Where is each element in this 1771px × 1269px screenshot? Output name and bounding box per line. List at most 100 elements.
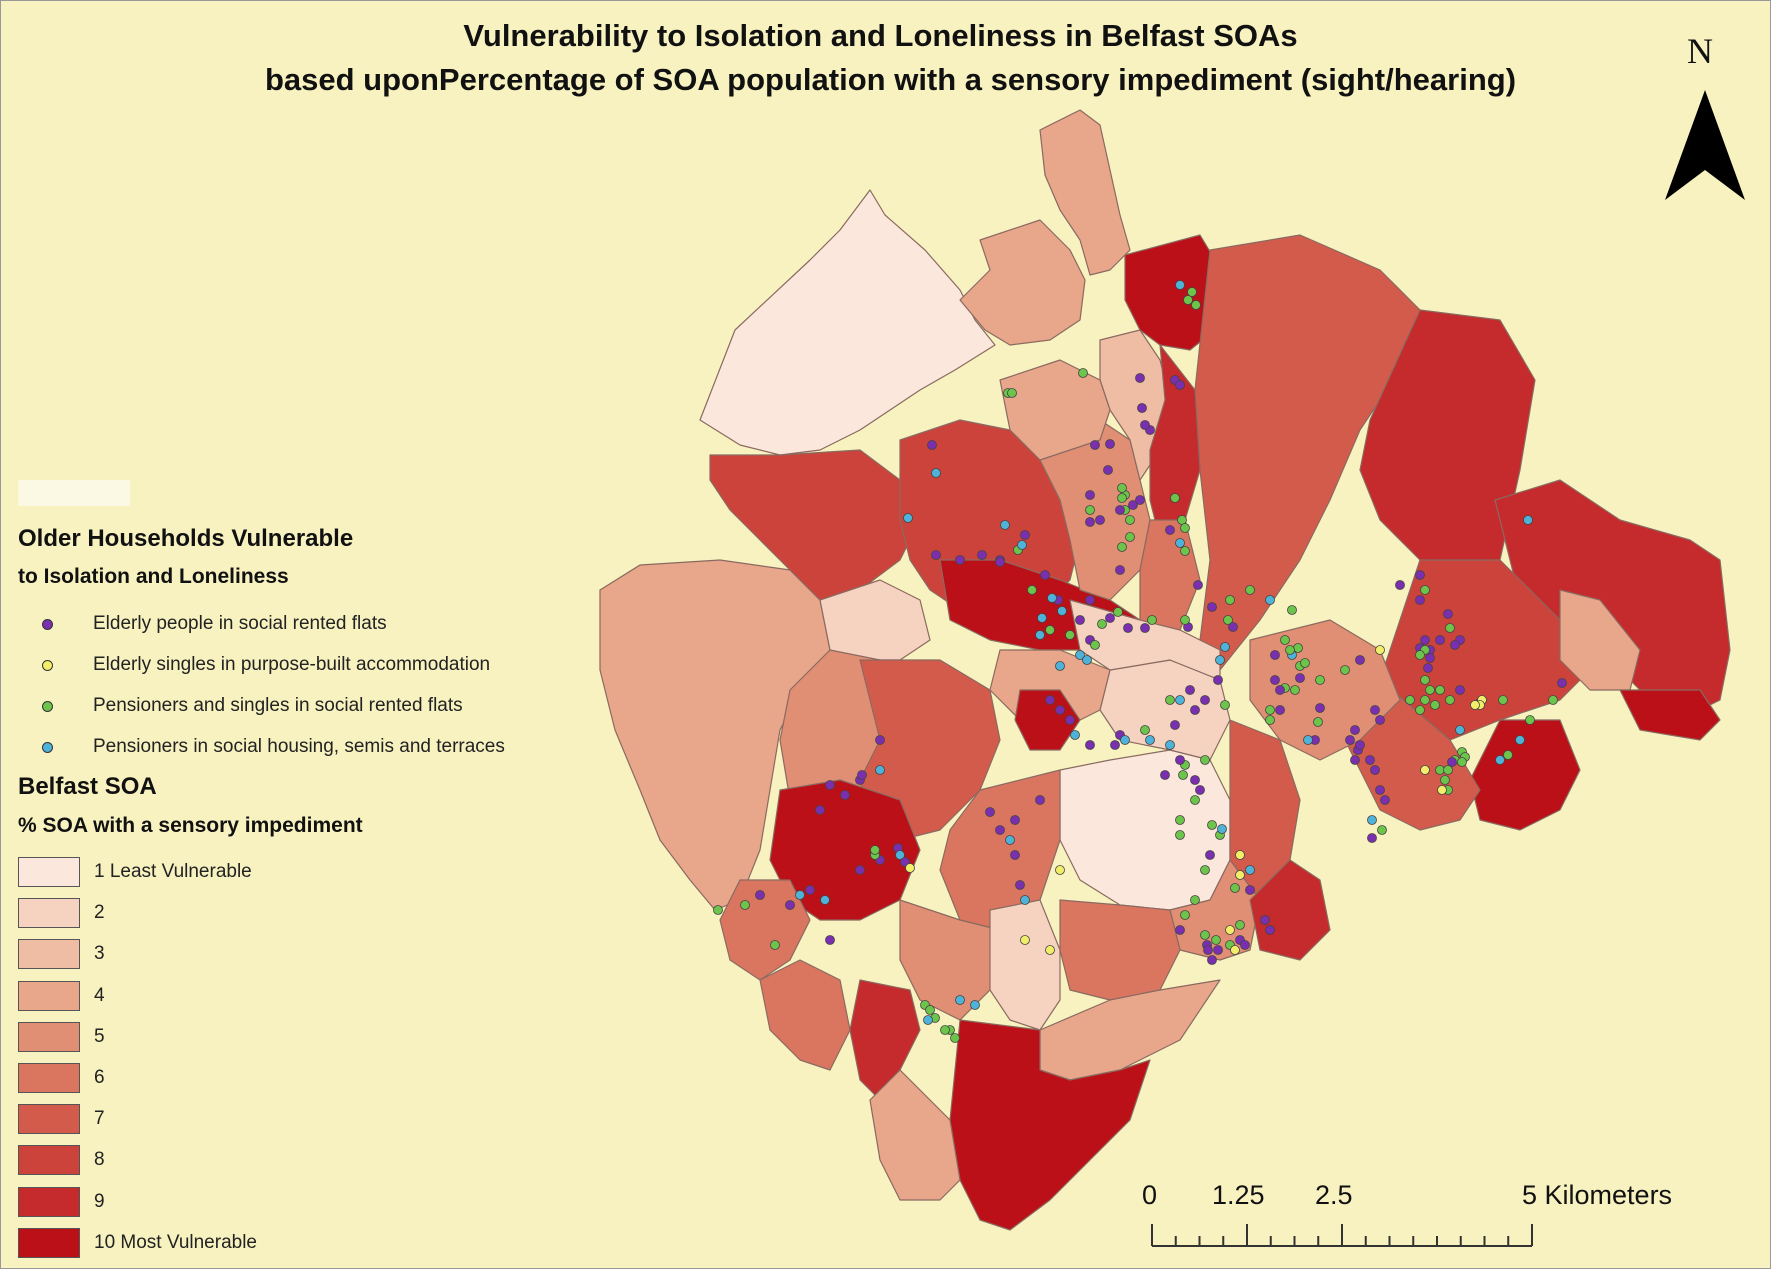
household-point-marker[interactable] [1125, 515, 1135, 525]
household-point-marker[interactable] [1290, 685, 1300, 695]
household-point-marker[interactable] [1217, 824, 1227, 834]
household-point-marker[interactable] [1017, 540, 1027, 550]
household-point-marker[interactable] [1055, 661, 1065, 671]
household-point-marker[interactable] [1315, 675, 1325, 685]
household-point-marker[interactable] [931, 468, 941, 478]
household-point-marker[interactable] [875, 765, 885, 775]
household-point-marker[interactable] [1103, 465, 1113, 475]
household-point-marker[interactable] [1185, 685, 1195, 695]
household-point-marker[interactable] [1175, 830, 1185, 840]
household-point-marker[interactable] [1057, 606, 1067, 616]
household-point-marker[interactable] [1367, 833, 1377, 843]
household-point-marker[interactable] [1147, 615, 1157, 625]
household-point-marker[interactable] [1178, 770, 1188, 780]
household-point-marker[interactable] [1010, 850, 1020, 860]
household-point-marker[interactable] [1070, 730, 1080, 740]
household-point-marker[interactable] [1300, 658, 1310, 668]
household-point-marker[interactable] [1425, 685, 1435, 695]
household-point-marker[interactable] [1190, 775, 1200, 785]
household-point-marker[interactable] [1187, 287, 1197, 297]
soa-region-south-2[interactable] [1059, 899, 1181, 1001]
household-point-marker[interactable] [1175, 695, 1185, 705]
household-point-marker[interactable] [1420, 765, 1430, 775]
soa-region-south-east[interactable] [1249, 859, 1331, 961]
household-point-marker[interactable] [1223, 615, 1233, 625]
household-point-marker[interactable] [1295, 673, 1305, 683]
household-point-marker[interactable] [1457, 757, 1467, 767]
household-point-marker[interactable] [1455, 725, 1465, 735]
household-point-marker[interactable] [1045, 625, 1055, 635]
household-point-marker[interactable] [1195, 785, 1205, 795]
household-point-marker[interactable] [1085, 740, 1095, 750]
household-point-marker[interactable] [1285, 645, 1295, 655]
household-point-marker[interactable] [1420, 695, 1430, 705]
household-point-marker[interactable] [1435, 635, 1445, 645]
household-point-marker[interactable] [1035, 795, 1045, 805]
household-point-marker[interactable] [1557, 678, 1567, 688]
household-point-marker[interactable] [1265, 925, 1275, 935]
household-point-marker[interactable] [905, 863, 915, 873]
household-point-marker[interactable] [923, 1015, 933, 1025]
household-point-marker[interactable] [1175, 815, 1185, 825]
household-point-marker[interactable] [1498, 695, 1508, 705]
soa-region-north-strip[interactable] [1039, 109, 1131, 276]
household-point-marker[interactable] [875, 735, 885, 745]
household-point-marker[interactable] [1423, 663, 1433, 673]
household-point-marker[interactable] [1365, 755, 1375, 765]
household-point-marker[interactable] [1078, 368, 1088, 378]
household-point-marker[interactable] [1115, 565, 1125, 575]
household-point-marker[interactable] [1377, 825, 1387, 835]
household-point-marker[interactable] [1211, 935, 1221, 945]
household-point-marker[interactable] [1415, 705, 1425, 715]
household-point-marker[interactable] [1037, 613, 1047, 623]
household-point-marker[interactable] [1140, 725, 1150, 735]
household-point-marker[interactable] [1405, 695, 1415, 705]
household-point-marker[interactable] [770, 940, 780, 950]
household-point-marker[interactable] [1350, 725, 1360, 735]
household-point-marker[interactable] [1275, 685, 1285, 695]
soa-region-central-4[interactable] [999, 359, 1111, 461]
household-point-marker[interactable] [1420, 675, 1430, 685]
household-point-marker[interactable] [1437, 785, 1447, 795]
household-point-marker[interactable] [1447, 757, 1457, 767]
household-point-marker[interactable] [1275, 705, 1285, 715]
household-point-marker[interactable] [925, 1005, 935, 1015]
household-point-marker[interactable] [1355, 655, 1365, 665]
household-point-marker[interactable] [1128, 500, 1138, 510]
household-point-marker[interactable] [1097, 619, 1107, 629]
household-point-marker[interactable] [855, 865, 865, 875]
household-point-marker[interactable] [1415, 570, 1425, 580]
household-point-marker[interactable] [1135, 373, 1145, 383]
household-point-marker[interactable] [1165, 740, 1175, 750]
household-point-marker[interactable] [1415, 595, 1425, 605]
household-point-marker[interactable] [1085, 490, 1095, 500]
household-point-marker[interactable] [1443, 765, 1453, 775]
household-point-marker[interactable] [1200, 865, 1210, 875]
household-point-marker[interactable] [1117, 542, 1127, 552]
household-point-marker[interactable] [713, 905, 723, 915]
household-point-marker[interactable] [1175, 280, 1185, 290]
household-point-marker[interactable] [1455, 685, 1465, 695]
household-point-marker[interactable] [1085, 517, 1095, 527]
household-point-marker[interactable] [1445, 695, 1455, 705]
household-point-marker[interactable] [1228, 622, 1238, 632]
household-point-marker[interactable] [795, 890, 805, 900]
household-point-marker[interactable] [1207, 955, 1217, 965]
household-point-marker[interactable] [977, 550, 987, 560]
household-point-marker[interactable] [1245, 885, 1255, 895]
household-point-marker[interactable] [1293, 643, 1303, 653]
household-point-marker[interactable] [1190, 895, 1200, 905]
household-point-marker[interactable] [1055, 705, 1065, 715]
household-point-marker[interactable] [1183, 295, 1193, 305]
household-point-marker[interactable] [1220, 642, 1230, 652]
household-point-marker[interactable] [1450, 640, 1460, 650]
household-point-marker[interactable] [1230, 883, 1240, 893]
household-point-marker[interactable] [1265, 595, 1275, 605]
household-point-marker[interactable] [903, 513, 913, 523]
household-point-marker[interactable] [1175, 755, 1185, 765]
household-point-marker[interactable] [825, 935, 835, 945]
household-point-marker[interactable] [1135, 495, 1145, 505]
household-point-marker[interactable] [1170, 720, 1180, 730]
household-point-marker[interactable] [1205, 850, 1215, 860]
